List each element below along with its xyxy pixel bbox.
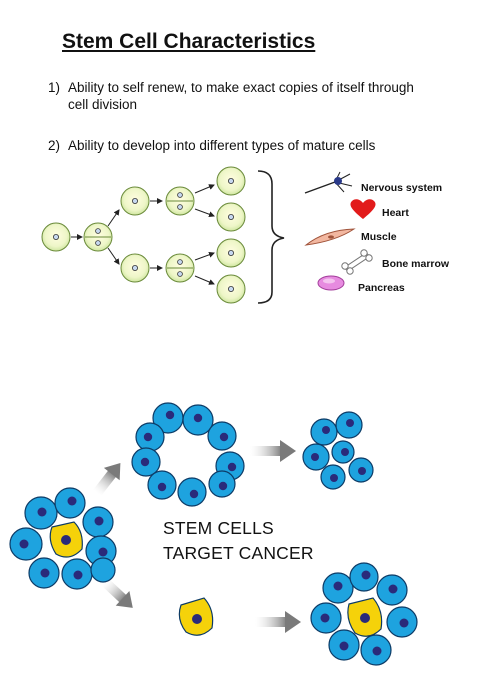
dividing-cell xyxy=(83,222,113,252)
characteristic-1-number: 1) xyxy=(48,80,61,95)
arrow-right-bottom xyxy=(255,611,301,633)
differentiation-tree xyxy=(41,166,246,304)
nervous-system-icon xyxy=(304,171,353,194)
mature-cell-4 xyxy=(216,274,246,304)
page-title: Stem Cell Characteristics xyxy=(62,30,316,53)
lone-stem-cell xyxy=(178,597,214,636)
gray-arrows xyxy=(93,440,301,633)
daughter-cell-top xyxy=(120,186,150,216)
mature-cell-2 xyxy=(216,202,246,232)
stem-cell xyxy=(41,222,71,252)
arrow-right-top xyxy=(250,440,296,462)
dividing-cell-top xyxy=(165,186,195,216)
cancer-caption: STEM CELLS TARGET CANCER xyxy=(163,516,314,566)
arrow-down-diagonal xyxy=(101,578,133,608)
mature-cell-1 xyxy=(216,166,246,196)
tumor-with-stem-cell xyxy=(9,487,117,590)
tumor-ring-cluster xyxy=(131,402,245,507)
heart-icon xyxy=(350,199,376,219)
mature-cell-3 xyxy=(216,238,246,268)
tumor-with-stem-cell-right xyxy=(310,562,418,666)
characteristic-2-text: Ability to develop into different types … xyxy=(68,138,376,153)
bone-marrow-icon xyxy=(341,249,373,275)
muscle-icon xyxy=(304,228,356,246)
arrow-up-diagonal xyxy=(93,463,121,497)
daughter-cell-bottom xyxy=(120,253,150,283)
cancer-caption-line-2: TARGET CANCER xyxy=(163,543,314,563)
label-pancreas: Pancreas xyxy=(358,282,405,294)
label-muscle: Muscle xyxy=(361,231,397,243)
characteristic-1-text: Ability to self renew, to make exact cop… xyxy=(68,80,414,112)
dividing-cell-bottom xyxy=(165,253,195,283)
pancreas-icon xyxy=(317,275,345,291)
shrunken-tumor xyxy=(302,411,374,490)
cancer-caption-line-1: STEM CELLS xyxy=(163,518,274,538)
label-heart: Heart xyxy=(382,207,409,219)
label-bone-marrow: Bone marrow xyxy=(382,258,450,270)
brace xyxy=(257,170,285,304)
label-nervous-system: Nervous system xyxy=(361,182,442,194)
characteristic-2-number: 2) xyxy=(48,138,61,153)
